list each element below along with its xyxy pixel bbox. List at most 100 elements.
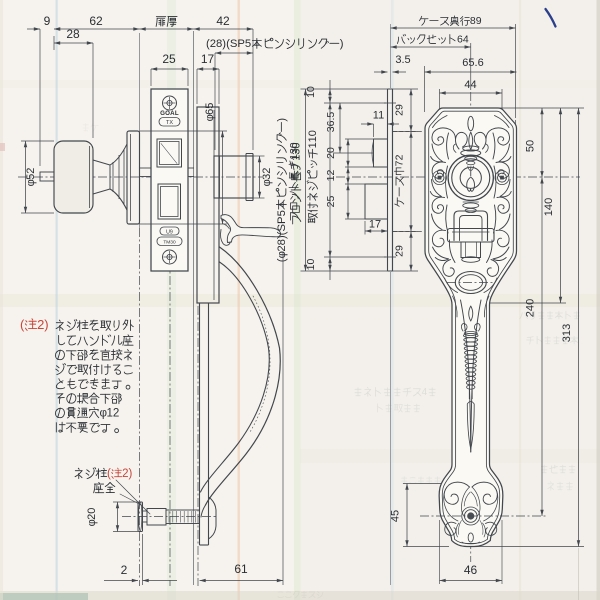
svg-text:φ: φ [204, 114, 216, 121]
svg-text:6: 6 [204, 109, 216, 115]
svg-text:): ) [222, 38, 226, 50]
svg-text:65.6: 65.6 [462, 57, 483, 69]
svg-text:1: 1 [543, 210, 555, 216]
svg-text:1: 1 [325, 175, 337, 181]
svg-text:2: 2 [325, 153, 337, 159]
svg-text:(: ( [276, 231, 288, 235]
svg-text:4: 4 [422, 387, 428, 398]
svg-text:U9: U9 [166, 230, 173, 236]
svg-text:8: 8 [276, 239, 288, 245]
svg-text:TX: TX [166, 120, 173, 126]
svg-text:3.5: 3.5 [395, 54, 410, 66]
svg-text:6: 6 [457, 34, 463, 46]
svg-text:1: 1 [305, 264, 317, 270]
svg-text:5: 5 [325, 196, 337, 202]
svg-text:0: 0 [86, 508, 98, 514]
svg-text:9: 9 [476, 15, 482, 27]
svg-text:2: 2 [25, 168, 37, 174]
svg-text:0: 0 [543, 198, 555, 204]
svg-text:1: 1 [107, 407, 113, 420]
svg-text:4: 4 [463, 34, 469, 46]
svg-text:): ) [44, 317, 48, 332]
svg-text:2: 2 [394, 110, 406, 116]
svg-text:3: 3 [291, 149, 303, 155]
svg-text:TM30: TM30 [163, 240, 176, 246]
svg-text:2: 2 [121, 563, 128, 577]
svg-text:(: ( [107, 468, 111, 480]
svg-text:42: 42 [216, 14, 230, 28]
svg-text:2: 2 [86, 514, 98, 520]
svg-text:2: 2 [325, 170, 337, 176]
svg-text:3: 3 [561, 336, 573, 342]
svg-text:5: 5 [390, 510, 402, 516]
svg-text:3: 3 [288, 148, 300, 154]
svg-text:6: 6 [325, 120, 337, 126]
svg-text:): ) [129, 468, 133, 480]
svg-text:GOAL: GOAL [160, 110, 179, 117]
svg-text:1: 1 [307, 136, 319, 142]
svg-text:5: 5 [525, 146, 537, 152]
svg-text:(: ( [206, 38, 210, 50]
svg-text:(: ( [20, 317, 25, 332]
svg-text:28: 28 [66, 27, 80, 41]
svg-text:2: 2 [37, 317, 44, 332]
svg-text:1: 1 [305, 92, 317, 98]
svg-text:φ: φ [25, 179, 37, 186]
svg-text:4: 4 [390, 516, 402, 522]
svg-text:): ) [276, 118, 288, 122]
svg-text:9: 9 [394, 104, 406, 110]
svg-text:2: 2 [210, 38, 216, 50]
svg-text:25: 25 [162, 52, 176, 66]
svg-text:0: 0 [307, 130, 319, 136]
svg-text:S: S [230, 38, 238, 50]
svg-text:5: 5 [276, 210, 288, 216]
svg-text:2: 2 [113, 407, 119, 420]
svg-text:φ: φ [86, 519, 98, 526]
svg-text:5: 5 [325, 112, 337, 118]
svg-text:2: 2 [122, 468, 128, 480]
svg-text:4: 4 [543, 204, 555, 210]
svg-text:): ) [340, 38, 344, 50]
svg-text:1: 1 [307, 142, 319, 148]
svg-text:3: 3 [561, 324, 573, 330]
svg-text:2: 2 [261, 168, 273, 174]
svg-text:5: 5 [245, 38, 251, 50]
svg-text:φ: φ [100, 407, 108, 420]
svg-text:0: 0 [305, 259, 317, 265]
svg-text:3: 3 [261, 174, 273, 180]
svg-text:φ: φ [261, 179, 273, 186]
svg-text:(: ( [276, 258, 288, 262]
svg-text:2: 2 [276, 245, 288, 251]
svg-text:7: 7 [394, 160, 406, 166]
svg-text:4: 4 [525, 305, 537, 311]
svg-text:1: 1 [291, 155, 303, 161]
svg-text:2: 2 [525, 311, 537, 317]
svg-text:61: 61 [234, 562, 248, 576]
svg-text:0: 0 [325, 147, 337, 153]
svg-text:17: 17 [369, 219, 381, 231]
svg-text:P: P [237, 38, 245, 50]
svg-text:P: P [276, 216, 288, 224]
svg-text:5: 5 [204, 103, 216, 109]
svg-text:8: 8 [216, 38, 222, 50]
svg-text:1: 1 [288, 154, 300, 160]
svg-text:φ: φ [276, 251, 288, 258]
svg-text:0: 0 [291, 142, 303, 148]
svg-text:2: 2 [394, 251, 406, 257]
svg-text:S: S [276, 224, 288, 232]
svg-text:17: 17 [201, 52, 215, 66]
svg-text:0: 0 [525, 299, 537, 305]
svg-text:2: 2 [394, 154, 406, 160]
svg-text:0: 0 [305, 86, 317, 92]
svg-text:46: 46 [464, 563, 478, 577]
svg-text:5: 5 [25, 174, 37, 180]
svg-text:1: 1 [561, 330, 573, 336]
svg-text:.: . [325, 118, 337, 121]
svg-text:8: 8 [470, 15, 476, 27]
svg-text:62: 62 [89, 14, 103, 28]
svg-text:0: 0 [288, 142, 300, 148]
svg-text:): ) [276, 235, 288, 239]
svg-text:11: 11 [373, 110, 384, 122]
svg-text:3: 3 [325, 126, 337, 132]
svg-text:9: 9 [44, 14, 51, 28]
